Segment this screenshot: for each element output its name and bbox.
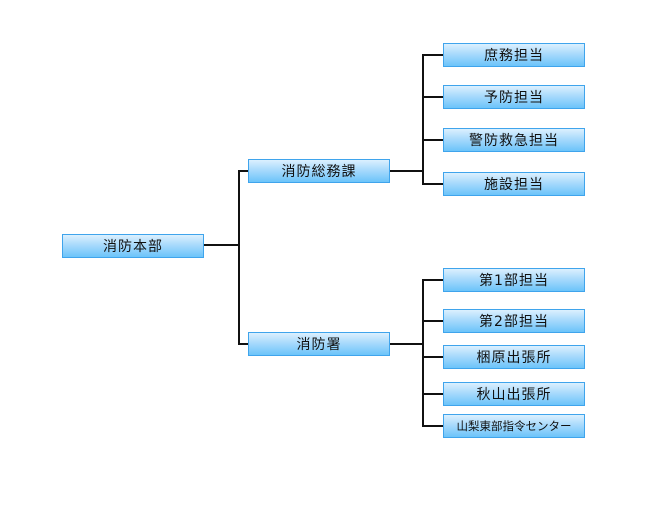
node-rescue-emergency-section: 警防救急担当 — [443, 128, 585, 152]
node-prevention-section: 予防担当 — [443, 85, 585, 109]
node-unit-2-section: 第2部担当 — [443, 309, 585, 333]
node-fire-station: 消防署 — [248, 332, 390, 356]
node-kunugihara-branch: 梱原出張所 — [443, 345, 585, 369]
node-command-center: 山梨東部指令センター — [443, 414, 585, 438]
node-akiyama-branch: 秋山出張所 — [443, 382, 585, 406]
node-facilities-section: 施設担当 — [443, 172, 585, 196]
node-label: 消防署 — [296, 337, 342, 353]
node-label: 警防救急担当 — [469, 133, 559, 149]
node-general-affairs-section: 庶務担当 — [443, 43, 585, 67]
node-unit-1-section: 第1部担当 — [443, 268, 585, 292]
node-label: 秋山出張所 — [476, 387, 552, 403]
node-label: 消防総務課 — [281, 164, 357, 180]
node-label: 山梨東部指令センター — [456, 419, 572, 433]
node-label: 梱原出張所 — [476, 350, 552, 366]
node-label: 施設担当 — [484, 177, 544, 193]
node-fire-headquarters: 消防本部 — [62, 234, 204, 258]
node-label: 庶務担当 — [484, 48, 544, 64]
node-general-affairs-division: 消防総務課 — [248, 159, 390, 183]
node-label: 予防担当 — [484, 90, 544, 106]
node-label: 第1部担当 — [479, 273, 549, 289]
node-label: 消防本部 — [103, 239, 163, 255]
node-label: 第2部担当 — [479, 314, 549, 330]
